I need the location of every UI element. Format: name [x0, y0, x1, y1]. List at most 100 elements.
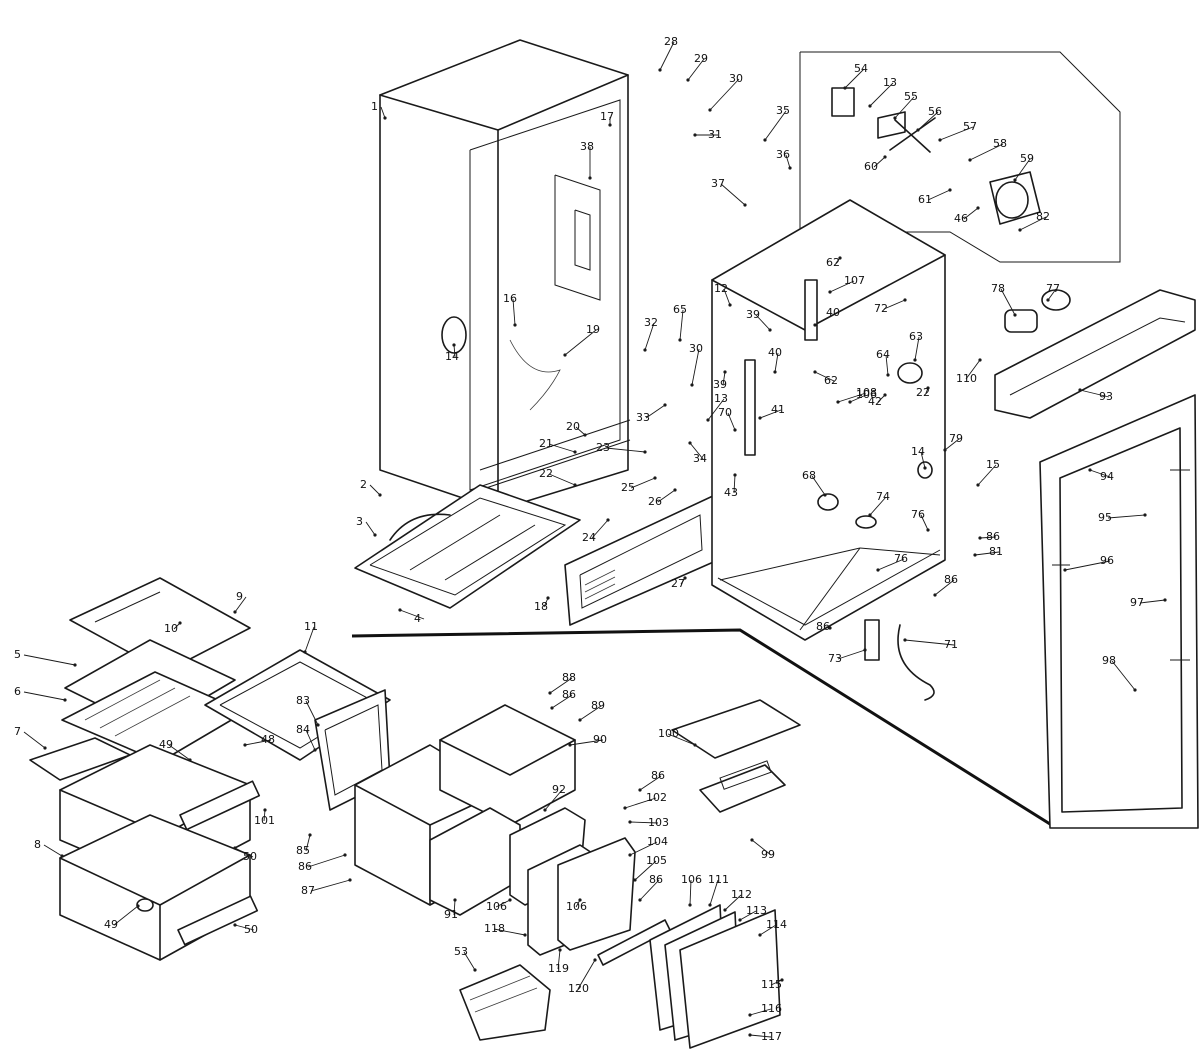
callout-point-118 — [523, 933, 527, 937]
callout-label: 71 — [944, 638, 958, 651]
callout-label: 87 — [301, 884, 315, 897]
callout-point-32 — [643, 348, 647, 352]
callout-label: 59 — [1020, 152, 1034, 165]
callout-leader-73 — [837, 649, 866, 660]
callout-leader-59 — [1014, 158, 1031, 181]
callout-label: 90 — [593, 733, 607, 746]
callout-point-91 — [453, 898, 457, 902]
callout-leader-60 — [873, 156, 886, 168]
base-pan — [354, 484, 581, 609]
callout-leader-14 — [453, 344, 456, 358]
callout-leader-70 — [727, 412, 736, 431]
callout-point-14 — [923, 466, 927, 470]
callout-point-106 — [848, 400, 852, 404]
callout-label: 86 — [816, 620, 830, 633]
callout-label: 96 — [1100, 554, 1114, 567]
callout-label: 57 — [963, 120, 977, 133]
callout-label: 106 — [681, 873, 702, 886]
callout-leader-28 — [659, 41, 675, 71]
callout-leader-12 — [723, 288, 731, 306]
callout-leader-50 — [234, 847, 254, 858]
callout-point-11 — [303, 650, 307, 654]
callout-leader-21 — [548, 443, 576, 453]
callout-label: 118 — [484, 922, 505, 935]
callout-point-84 — [313, 748, 317, 752]
callout-point-115 — [780, 978, 784, 982]
callout-point-24 — [606, 518, 610, 522]
callout-point-114 — [758, 933, 762, 937]
callout-leader-113 — [739, 910, 757, 921]
callout-leader-107 — [829, 280, 855, 293]
callout-point-68 — [823, 493, 827, 497]
callout-leader-101 — [263, 809, 266, 822]
callout-point-16 — [513, 323, 517, 327]
callout-point-46 — [976, 206, 980, 210]
callout-label: 86 — [986, 530, 1000, 543]
callout-leader-30 — [709, 78, 740, 111]
callout-label: 5 — [14, 648, 21, 661]
callout-label: 116 — [761, 1002, 782, 1015]
callout-point-97 — [1163, 598, 1167, 602]
callout-leader-119 — [557, 949, 561, 970]
callout-leader-11 — [304, 626, 315, 653]
callout-point-108 — [836, 400, 840, 404]
callout-label: 43 — [724, 486, 738, 499]
callout-leader-61 — [927, 189, 951, 201]
callout-leader-40 — [774, 352, 779, 373]
callout-point-9 — [233, 610, 237, 614]
callout-label: 21 — [539, 437, 553, 450]
callout-label: 20 — [566, 420, 580, 433]
callout-point-10 — [178, 621, 182, 625]
callout-point-22 — [573, 483, 577, 487]
callout-point-62 — [813, 370, 817, 374]
callout-point-106 — [688, 903, 692, 907]
callout-label: 37 — [711, 177, 725, 190]
callout-label: 86 — [944, 573, 958, 586]
callout-point-14 — [452, 343, 456, 347]
callout-leader-82 — [1019, 216, 1047, 231]
callout-point-92 — [543, 808, 547, 812]
callout-point-86 — [828, 626, 832, 630]
callout-label: 76 — [911, 508, 925, 521]
callout-leader-92 — [544, 789, 563, 811]
callout-label: 48 — [261, 733, 275, 746]
callout-point-113 — [738, 918, 742, 922]
callout-label: 100 — [658, 727, 679, 740]
freezer-components — [314, 689, 801, 1049]
callout-label: 49 — [159, 738, 173, 751]
callout-label: 115 — [761, 978, 782, 991]
callout-point-50 — [233, 923, 237, 927]
callout-label: 14 — [445, 350, 459, 363]
callout-point-82 — [1018, 228, 1022, 232]
callout-point-56 — [916, 128, 920, 132]
callout-point-102 — [623, 806, 627, 810]
callout-leader-23 — [605, 447, 646, 453]
callout-label: 40 — [768, 346, 782, 359]
callout-point-13 — [706, 418, 710, 422]
callout-label: 3 — [356, 515, 363, 528]
callout-label: 86 — [298, 860, 312, 873]
callout-point-90 — [568, 743, 572, 747]
callout-point-86 — [933, 593, 937, 597]
callout-label: 54 — [854, 62, 868, 75]
callout-leader-77 — [1047, 288, 1057, 301]
callout-point-106 — [508, 898, 512, 902]
callout-point-107 — [828, 290, 832, 294]
callout-point-100 — [693, 743, 697, 747]
callout-leader-103 — [629, 821, 659, 824]
callout-point-105 — [633, 878, 637, 882]
callout-label: 9 — [236, 590, 243, 603]
callout-point-30 — [708, 108, 712, 112]
callout-label: 4 — [414, 612, 421, 625]
fan-assembly — [831, 87, 1041, 225]
callout-label: 15 — [986, 458, 1000, 471]
callout-point-61 — [948, 188, 952, 192]
callout-leader-62 — [814, 371, 835, 382]
callout-label: 120 — [568, 982, 589, 995]
callout-label: 36 — [776, 148, 790, 161]
callout-label: 86 — [649, 873, 663, 886]
callout-point-77 — [1046, 298, 1050, 302]
liner-box — [711, 199, 946, 641]
callout-leader-91 — [453, 899, 456, 916]
